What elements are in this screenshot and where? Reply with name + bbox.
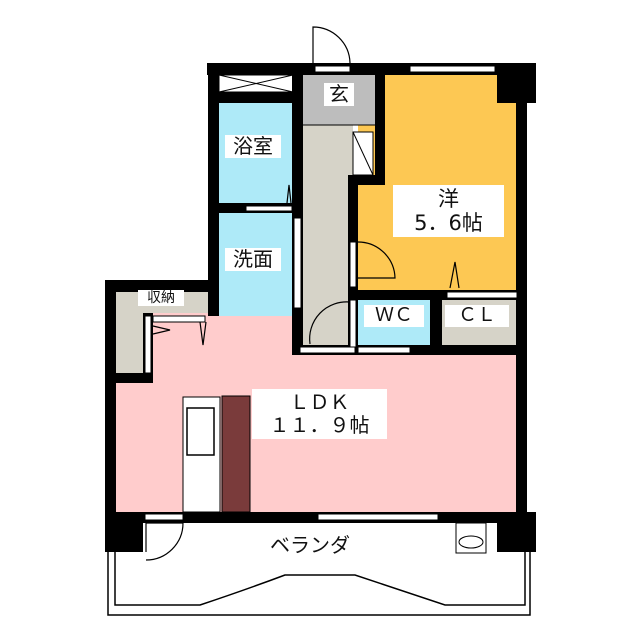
western-room-door: [357, 241, 396, 279]
western-room-name: 洋: [438, 187, 459, 211]
ldk-name: ＬＤＫ: [289, 390, 350, 414]
bathroom-label: 浴室: [225, 135, 281, 158]
western-room-label: 洋 5．6帖: [393, 185, 504, 238]
storage-label: 収納: [138, 290, 184, 307]
storage-floor: [115, 292, 208, 374]
entrance-door: [312, 26, 351, 64]
ldk-size: １１．９帖: [269, 413, 370, 437]
kitchen-counter: [221, 395, 251, 513]
wc-door: [309, 301, 351, 345]
wc-label: ＷＣ: [364, 304, 424, 327]
western-room-size: 5．6帖: [414, 211, 483, 236]
ldk-label: ＬＤＫ １１．９帖: [252, 389, 387, 439]
entrance-label: 玄: [324, 83, 354, 106]
washroom-label: 洗面: [225, 248, 281, 271]
closet-label: ＣＬ: [445, 304, 509, 327]
veranda-label: ベランダ: [270, 533, 350, 557]
veranda-outline: [107, 552, 531, 616]
veranda-door: [145, 522, 184, 561]
